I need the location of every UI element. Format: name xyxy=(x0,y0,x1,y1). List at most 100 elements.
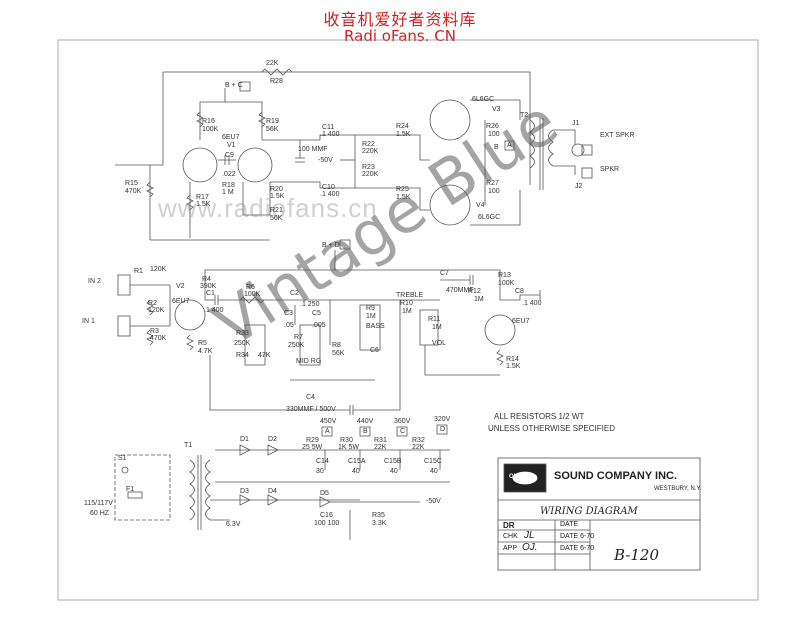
s1-switch xyxy=(121,466,129,474)
label-d5: D5 xyxy=(320,490,329,497)
label-440v: 440V xyxy=(357,418,374,425)
label-treble: TREBLE xyxy=(396,292,424,299)
chk-initials: JL xyxy=(524,530,535,541)
label-f1: F1 xyxy=(126,486,135,493)
label-r4: R4 xyxy=(202,276,211,283)
label-d1: D1 xyxy=(240,436,249,443)
label-r31-value: 22K xyxy=(374,444,387,451)
label-r31: R31 xyxy=(374,437,387,444)
label-r17: R17 xyxy=(196,194,209,201)
label-c7-value: 470MMF xyxy=(446,287,474,294)
label-c9-value: .022 xyxy=(222,171,236,178)
b-plus-c-line xyxy=(199,88,226,140)
label-c8: C8 xyxy=(515,288,524,295)
label-v1: V1 xyxy=(227,142,236,149)
note-resistors-text: ALL RESISTORS xyxy=(494,412,557,421)
label-r3: R3 xyxy=(150,328,159,335)
label-r28: R28 xyxy=(270,78,283,85)
note-otherwise: UNLESS OTHERWISE SPECIFIED xyxy=(488,424,615,433)
company-name: SOUND COMPANY INC. xyxy=(554,470,678,482)
model-number: B-120 xyxy=(614,546,659,564)
label-360v: 360V xyxy=(394,418,411,425)
t2-secondary xyxy=(548,129,554,167)
label-450v: 450V xyxy=(320,418,337,425)
label-c4: C4 xyxy=(306,394,315,401)
note-fraction: 1/2 WT xyxy=(558,412,585,421)
label-j2: J2 xyxy=(575,183,583,190)
label-c8-value: .1 400 xyxy=(522,300,542,307)
label-r11: R11 xyxy=(428,316,441,323)
label-r20: R20 xyxy=(270,186,283,193)
label-r32-value: 22K xyxy=(412,444,425,451)
label-term-a: A xyxy=(325,428,330,435)
label-r2-value: 120K xyxy=(148,307,165,314)
label-c1: C1 xyxy=(206,290,215,297)
switch-fuse-box xyxy=(114,454,171,521)
r28-resistor xyxy=(261,68,293,76)
label-b-plus-d: B + D xyxy=(322,242,340,249)
label-r10-value: 1M xyxy=(402,308,412,315)
v1-right-section xyxy=(237,147,273,183)
label-60hz: 60 HZ xyxy=(90,510,110,517)
label-c16-value: 100 100 xyxy=(314,520,340,527)
label-minus-50v: -50V xyxy=(318,157,333,164)
title-block-frame xyxy=(497,457,701,571)
label-d3: D3 xyxy=(240,488,249,495)
t1-secondary xyxy=(205,459,211,521)
input-jack-1 xyxy=(117,315,131,337)
label-ext-spkr: EXT SPKR xyxy=(600,132,635,139)
label-c3-value: .05 xyxy=(284,322,294,329)
label-c15b: C15B xyxy=(384,458,402,465)
label-c2: C2 xyxy=(290,290,299,297)
label-r27-value: 100 xyxy=(488,188,500,195)
label-r16: R16 xyxy=(202,118,215,125)
r2-resistor xyxy=(146,299,154,316)
label-c15a-value: 40 xyxy=(352,468,360,475)
label-spkr: SPKR xyxy=(600,166,620,173)
label-r24-value: 1.5K xyxy=(396,131,411,138)
d5-diode xyxy=(319,496,331,508)
oliver-logo-text: OLIVER xyxy=(509,474,532,480)
input-wire xyxy=(115,72,164,166)
j1-jack xyxy=(571,143,585,157)
label-r26: R26 xyxy=(486,123,499,130)
label-r16-value: 100K xyxy=(202,126,219,133)
label-r8: R8 xyxy=(332,342,341,349)
label-r19: R19 xyxy=(266,118,279,125)
label-v2b-type: 6EU7 xyxy=(512,318,530,325)
label-r21-value: 56K xyxy=(270,215,283,222)
label-r32: R32 xyxy=(412,437,425,444)
r9-pot xyxy=(359,304,381,351)
label-c11-value: .1 400 xyxy=(320,131,340,138)
label-t1: T1 xyxy=(184,442,193,449)
v2-tube xyxy=(174,299,206,331)
input-jack-2 xyxy=(117,274,131,296)
label-r6: R6 xyxy=(246,284,255,291)
app-date: DATE 6-70 xyxy=(560,545,595,552)
label-v3-type: 6L6GC xyxy=(472,96,495,103)
label-320v: 320V xyxy=(434,416,451,423)
label-c15c: C15C xyxy=(424,458,442,465)
label-d2: D2 xyxy=(268,436,277,443)
label-r18-value: 1 M xyxy=(222,189,234,196)
label-r12: R12 xyxy=(468,288,481,295)
v4-tube xyxy=(429,184,471,226)
label-c3: C3 xyxy=(284,310,293,317)
label-terminal-b: B xyxy=(494,144,499,151)
label-r14-value: 1.5K xyxy=(506,363,521,370)
label-c11: C11 xyxy=(322,124,335,131)
label-c5: C5 xyxy=(312,310,321,317)
v3-tube xyxy=(429,99,471,141)
label-r24: R24 xyxy=(396,123,409,130)
label-r23-value: 220K xyxy=(362,171,379,178)
label-r27: R27 xyxy=(486,180,499,187)
label-v4: V4 xyxy=(476,202,485,209)
label-r35: R35 xyxy=(372,512,385,519)
label-r6-value: 100K xyxy=(244,291,261,298)
label-r29: R29 xyxy=(306,437,319,444)
terminal-c-top xyxy=(239,81,251,92)
label-6v3: 6.3V xyxy=(226,521,241,528)
label-vol: VOL xyxy=(432,340,447,347)
v2b-tube xyxy=(484,314,516,346)
